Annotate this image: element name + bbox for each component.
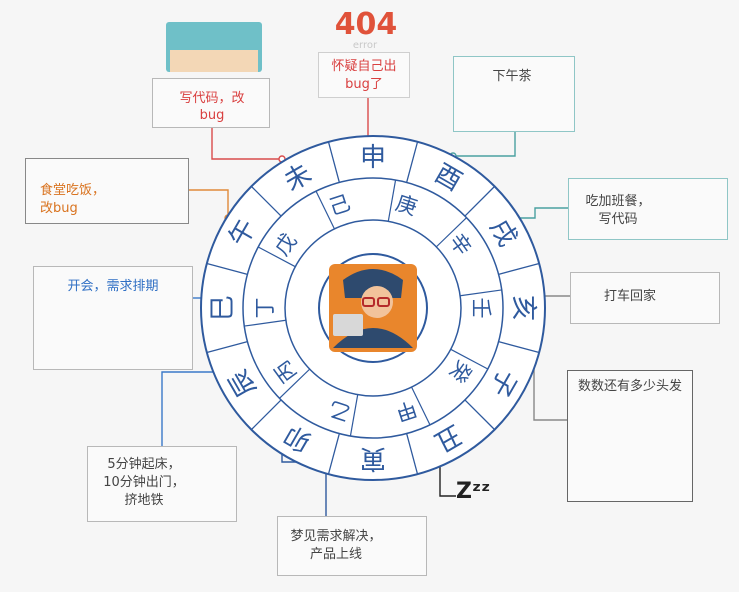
connector-mao xyxy=(161,371,223,446)
outer-divider xyxy=(464,185,496,217)
tea-card xyxy=(453,56,575,132)
outer-divider xyxy=(327,433,340,475)
sleep-zzz: Zᶻᶻ xyxy=(456,479,491,504)
tea-label: 下午茶 xyxy=(492,69,532,84)
connector-xu xyxy=(508,207,568,219)
inner-divider xyxy=(244,319,286,327)
code-label-line2: bug xyxy=(199,108,225,123)
branch-char-yin: 寅 xyxy=(360,443,386,473)
code-card xyxy=(152,78,270,128)
commute-card xyxy=(87,446,237,522)
error-code: 404 xyxy=(334,7,398,42)
lunch-card xyxy=(25,158,189,224)
laptop-icon xyxy=(333,314,363,336)
commute-label-line2: 10分钟出门， xyxy=(103,475,185,490)
programmer-glasses-right xyxy=(377,297,390,307)
outer-divider xyxy=(406,141,419,183)
outer-divider xyxy=(464,399,496,431)
taxi-card xyxy=(570,272,720,324)
branch-char-shen: 申 xyxy=(360,143,386,173)
dream-card xyxy=(277,516,427,576)
dream-label-line1: 梦见需求解决， xyxy=(290,529,382,544)
branch-char-si: 巳 xyxy=(208,295,238,321)
inner-divider xyxy=(257,246,296,268)
meeting-label: 开会，需求排期 xyxy=(67,279,159,294)
connector-wei xyxy=(211,128,282,160)
doubt-label: 怀疑自己出bug了 xyxy=(331,59,397,92)
outer-divider xyxy=(250,399,282,431)
stem-char-si: 丁 xyxy=(253,298,277,319)
error-word: error xyxy=(352,40,378,51)
dream-label-line2: 产品上线 xyxy=(309,547,362,562)
lunch-label-line1: 食堂吃饭， xyxy=(40,183,106,198)
overtime-label-line1: 吃加班餐， xyxy=(585,194,651,209)
outer-divider xyxy=(206,262,248,275)
outer-divider xyxy=(250,185,282,217)
connector-wu xyxy=(189,189,229,218)
commute-label-line1: 5分钟起床， xyxy=(107,457,181,472)
connector-you xyxy=(453,132,516,157)
inner-divider xyxy=(411,386,431,426)
inner-divider xyxy=(450,348,489,370)
inner-divider xyxy=(387,179,397,222)
hair-card xyxy=(567,370,693,502)
outer-divider xyxy=(206,341,248,354)
taxi-label: 打车回家 xyxy=(603,289,656,304)
outer-divider xyxy=(327,141,340,183)
hands-icon xyxy=(170,50,258,72)
inner-divider xyxy=(315,190,335,230)
inner-divider xyxy=(460,289,502,297)
branch-char-hai: 亥 xyxy=(508,295,538,321)
overtime-label-line2: 写代码 xyxy=(598,212,638,227)
hair-label: 数数还有多少头发 xyxy=(577,379,682,394)
meeting-card xyxy=(33,266,193,370)
inner-divider xyxy=(349,394,359,437)
doubt-card xyxy=(318,52,410,98)
outer-divider xyxy=(498,262,540,275)
lunch-label-line2: 改bug xyxy=(40,201,78,216)
overtime-card xyxy=(568,178,728,240)
commute-label-line3: 挤地铁 xyxy=(124,493,164,508)
outer-divider xyxy=(498,341,540,354)
inner-divider xyxy=(435,217,467,248)
stem-char-xu: 壬 xyxy=(469,298,493,319)
outer-divider xyxy=(406,433,419,475)
code-label-line1: 写代码，改 xyxy=(179,91,245,106)
inner-divider xyxy=(279,368,311,399)
programmer-glasses-left xyxy=(362,297,375,307)
